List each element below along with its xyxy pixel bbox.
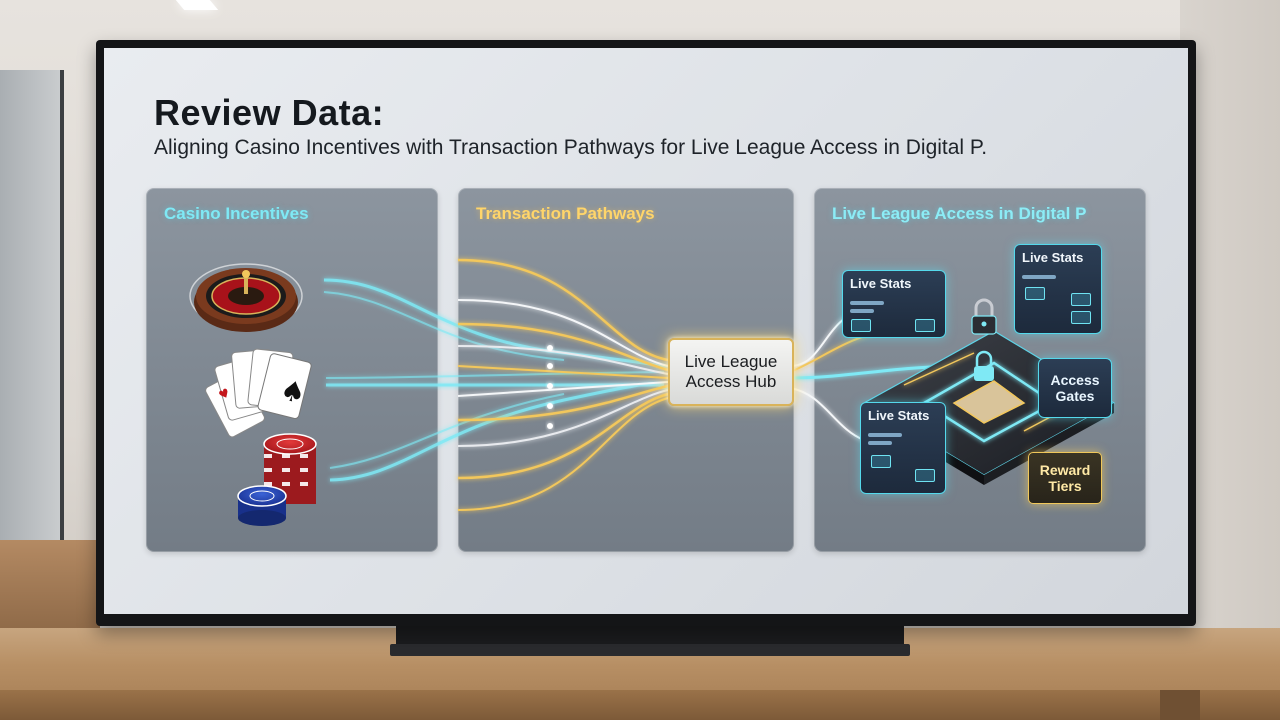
card-line xyxy=(868,433,902,437)
page-subtitle: Aligning Casino Incentives with Transact… xyxy=(154,136,988,159)
tv-stand xyxy=(396,624,904,646)
hub-label-line2: Access Hub xyxy=(685,372,777,391)
card-line xyxy=(868,441,892,445)
card-line xyxy=(1022,275,1056,279)
access-hub-node: Live League Access Hub xyxy=(668,338,794,406)
live-stats-card: Live Stats xyxy=(842,270,946,338)
tv-stand-base xyxy=(390,644,910,656)
card-line xyxy=(850,309,874,313)
room-wall xyxy=(1180,0,1280,720)
card-chip xyxy=(1071,311,1091,324)
card-chip xyxy=(915,319,935,332)
live-stats-title: Live Stats xyxy=(850,276,912,291)
live-stats-card: Live Stats xyxy=(860,402,946,494)
card-chip xyxy=(871,455,891,468)
card-chip xyxy=(1025,287,1045,300)
panel-heading-live-league-access: Live League Access in Digital P xyxy=(832,204,1087,223)
panel-heading-transaction-pathways: Transaction Pathways xyxy=(476,204,655,223)
live-stats-title: Live Stats xyxy=(868,408,930,423)
card-line xyxy=(850,301,884,305)
television: Review Data: Aligning Casino Incentives … xyxy=(96,40,1196,626)
live-stats-card: Live Stats xyxy=(1014,244,1102,334)
access-gates-card: Access Gates xyxy=(1038,358,1112,418)
live-stats-title: Live Stats xyxy=(1022,250,1084,265)
side-shelf xyxy=(0,540,100,630)
tv-screen: Review Data: Aligning Casino Incentives … xyxy=(104,48,1188,614)
card-chip xyxy=(851,319,871,332)
reward-tiers-card: Reward Tiers xyxy=(1028,452,1102,504)
desk-edge xyxy=(0,690,1280,720)
access-gates-label: Access Gates xyxy=(1050,372,1100,404)
panel-heading-casino-incentives: Casino Incentives xyxy=(164,204,309,223)
page-title: Review Data: xyxy=(154,92,385,133)
hub-label-line1: Live League xyxy=(684,352,778,371)
desk-leg xyxy=(1160,690,1200,720)
ceiling-light xyxy=(175,0,219,10)
panel-casino-incentives: Casino Incentives xyxy=(146,188,438,552)
card-chip xyxy=(1071,293,1091,306)
room-window xyxy=(0,70,64,610)
reward-tiers-label: Reward Tiers xyxy=(1039,462,1091,494)
card-chip xyxy=(915,469,935,482)
